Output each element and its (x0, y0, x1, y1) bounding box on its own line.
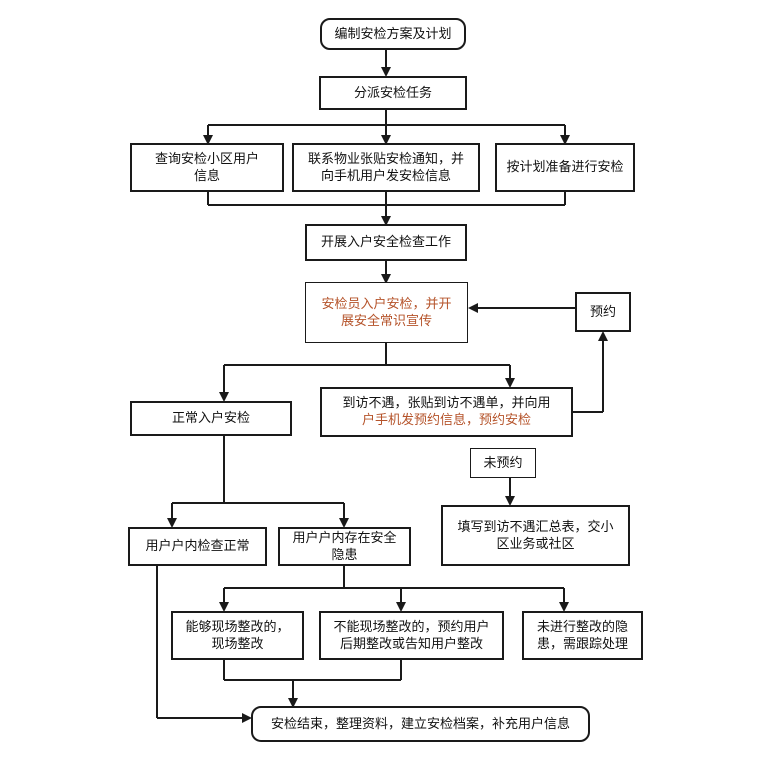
node-assign-label: 分派安检任务 (353, 85, 432, 101)
node-enter-line2: 展安全常识宣传 (340, 313, 432, 329)
node-by-plan-label: 按计划准备进行安检 (506, 160, 624, 175)
node-normal-result-label: 用户户内检查正常 (145, 539, 250, 554)
node-normal-entry: 正常入户安检 (130, 401, 292, 436)
node-start-inspection: 开展入户安全检查工作 (305, 224, 467, 261)
node-fill-line1: 填写到访不遇汇总表，交小 (457, 519, 614, 535)
node-no-appointment-label: 未预约 (483, 455, 523, 471)
node-plan-label: 编制安检方案及计划 (334, 26, 452, 42)
node-not-fixed-line1: 未进行整改的隐 (536, 619, 628, 635)
node-plan: 编制安检方案及计划 (320, 18, 466, 50)
node-hazard: 用户户内存在安全 隐患 (278, 527, 411, 566)
node-fill-line2: 区业务或社区 (496, 536, 575, 552)
node-hazard-line1: 用户户内存在安全 (292, 530, 397, 546)
node-hazard-line2: 隐患 (331, 547, 358, 563)
node-appointment: 预约 (575, 292, 631, 332)
node-fill-summary: 填写到访不遇汇总表，交小 区业务或社区 (441, 505, 630, 566)
node-normal-entry-label: 正常入户安检 (171, 411, 250, 426)
node-notify-line1: 联系物业张贴安检通知，并 (307, 151, 464, 167)
node-absent-line2: 户手机发预约信息，预约安检 (361, 413, 531, 428)
node-assign: 分派安检任务 (319, 76, 467, 110)
node-enter-line1: 安检员入户安检，并开 (321, 296, 452, 312)
node-start-label: 开展入户安全检查工作 (320, 235, 451, 250)
node-not-fixed-line2: 患，需跟踪处理 (536, 636, 628, 652)
node-fix-onsite: 能够现场整改的， 现场整改 (171, 611, 304, 660)
node-query-user-info: 查询安检小区用户 信息 (130, 143, 284, 192)
node-cannot-fix-line1: 不能现场整改的，预约用户 (333, 619, 490, 635)
node-fix-onsite-line2: 现场整改 (211, 636, 264, 652)
node-notify: 联系物业张贴安检通知，并 向手机用户发安检信息 (292, 143, 480, 192)
node-absent-line1: 到访不遇，张贴到访不遇单，并向用 (342, 396, 551, 411)
node-appointment-label: 预约 (589, 304, 616, 320)
node-query-line1: 查询安检小区用户 (154, 151, 259, 167)
node-no-appointment: 未预约 (470, 448, 536, 478)
node-query-line2: 信息 (193, 168, 220, 184)
node-enter-home: 安检员入户安检，并开 展安全常识宣传 (305, 282, 468, 343)
node-end: 安检结束，整理资料，建立安检档案，补充用户信息 (251, 706, 590, 742)
node-absent: 到访不遇，张贴到访不遇单，并向用 户手机发预约信息，预约安检 (320, 387, 573, 437)
node-notify-line2: 向手机用户发安检信息 (320, 168, 451, 184)
node-end-label: 安检结束，整理资料，建立安检档案，补充用户信息 (270, 716, 570, 732)
node-normal-result: 用户户内检查正常 (128, 527, 267, 566)
node-fix-onsite-line1: 能够现场整改的， (185, 619, 290, 635)
node-not-fixed: 未进行整改的隐 患，需跟踪处理 (522, 611, 643, 660)
node-cannot-fix: 不能现场整改的，预约用户 后期整改或告知用户整改 (319, 611, 504, 660)
node-by-plan: 按计划准备进行安检 (495, 143, 635, 192)
node-cannot-fix-line2: 后期整改或告知用户整改 (339, 636, 483, 652)
